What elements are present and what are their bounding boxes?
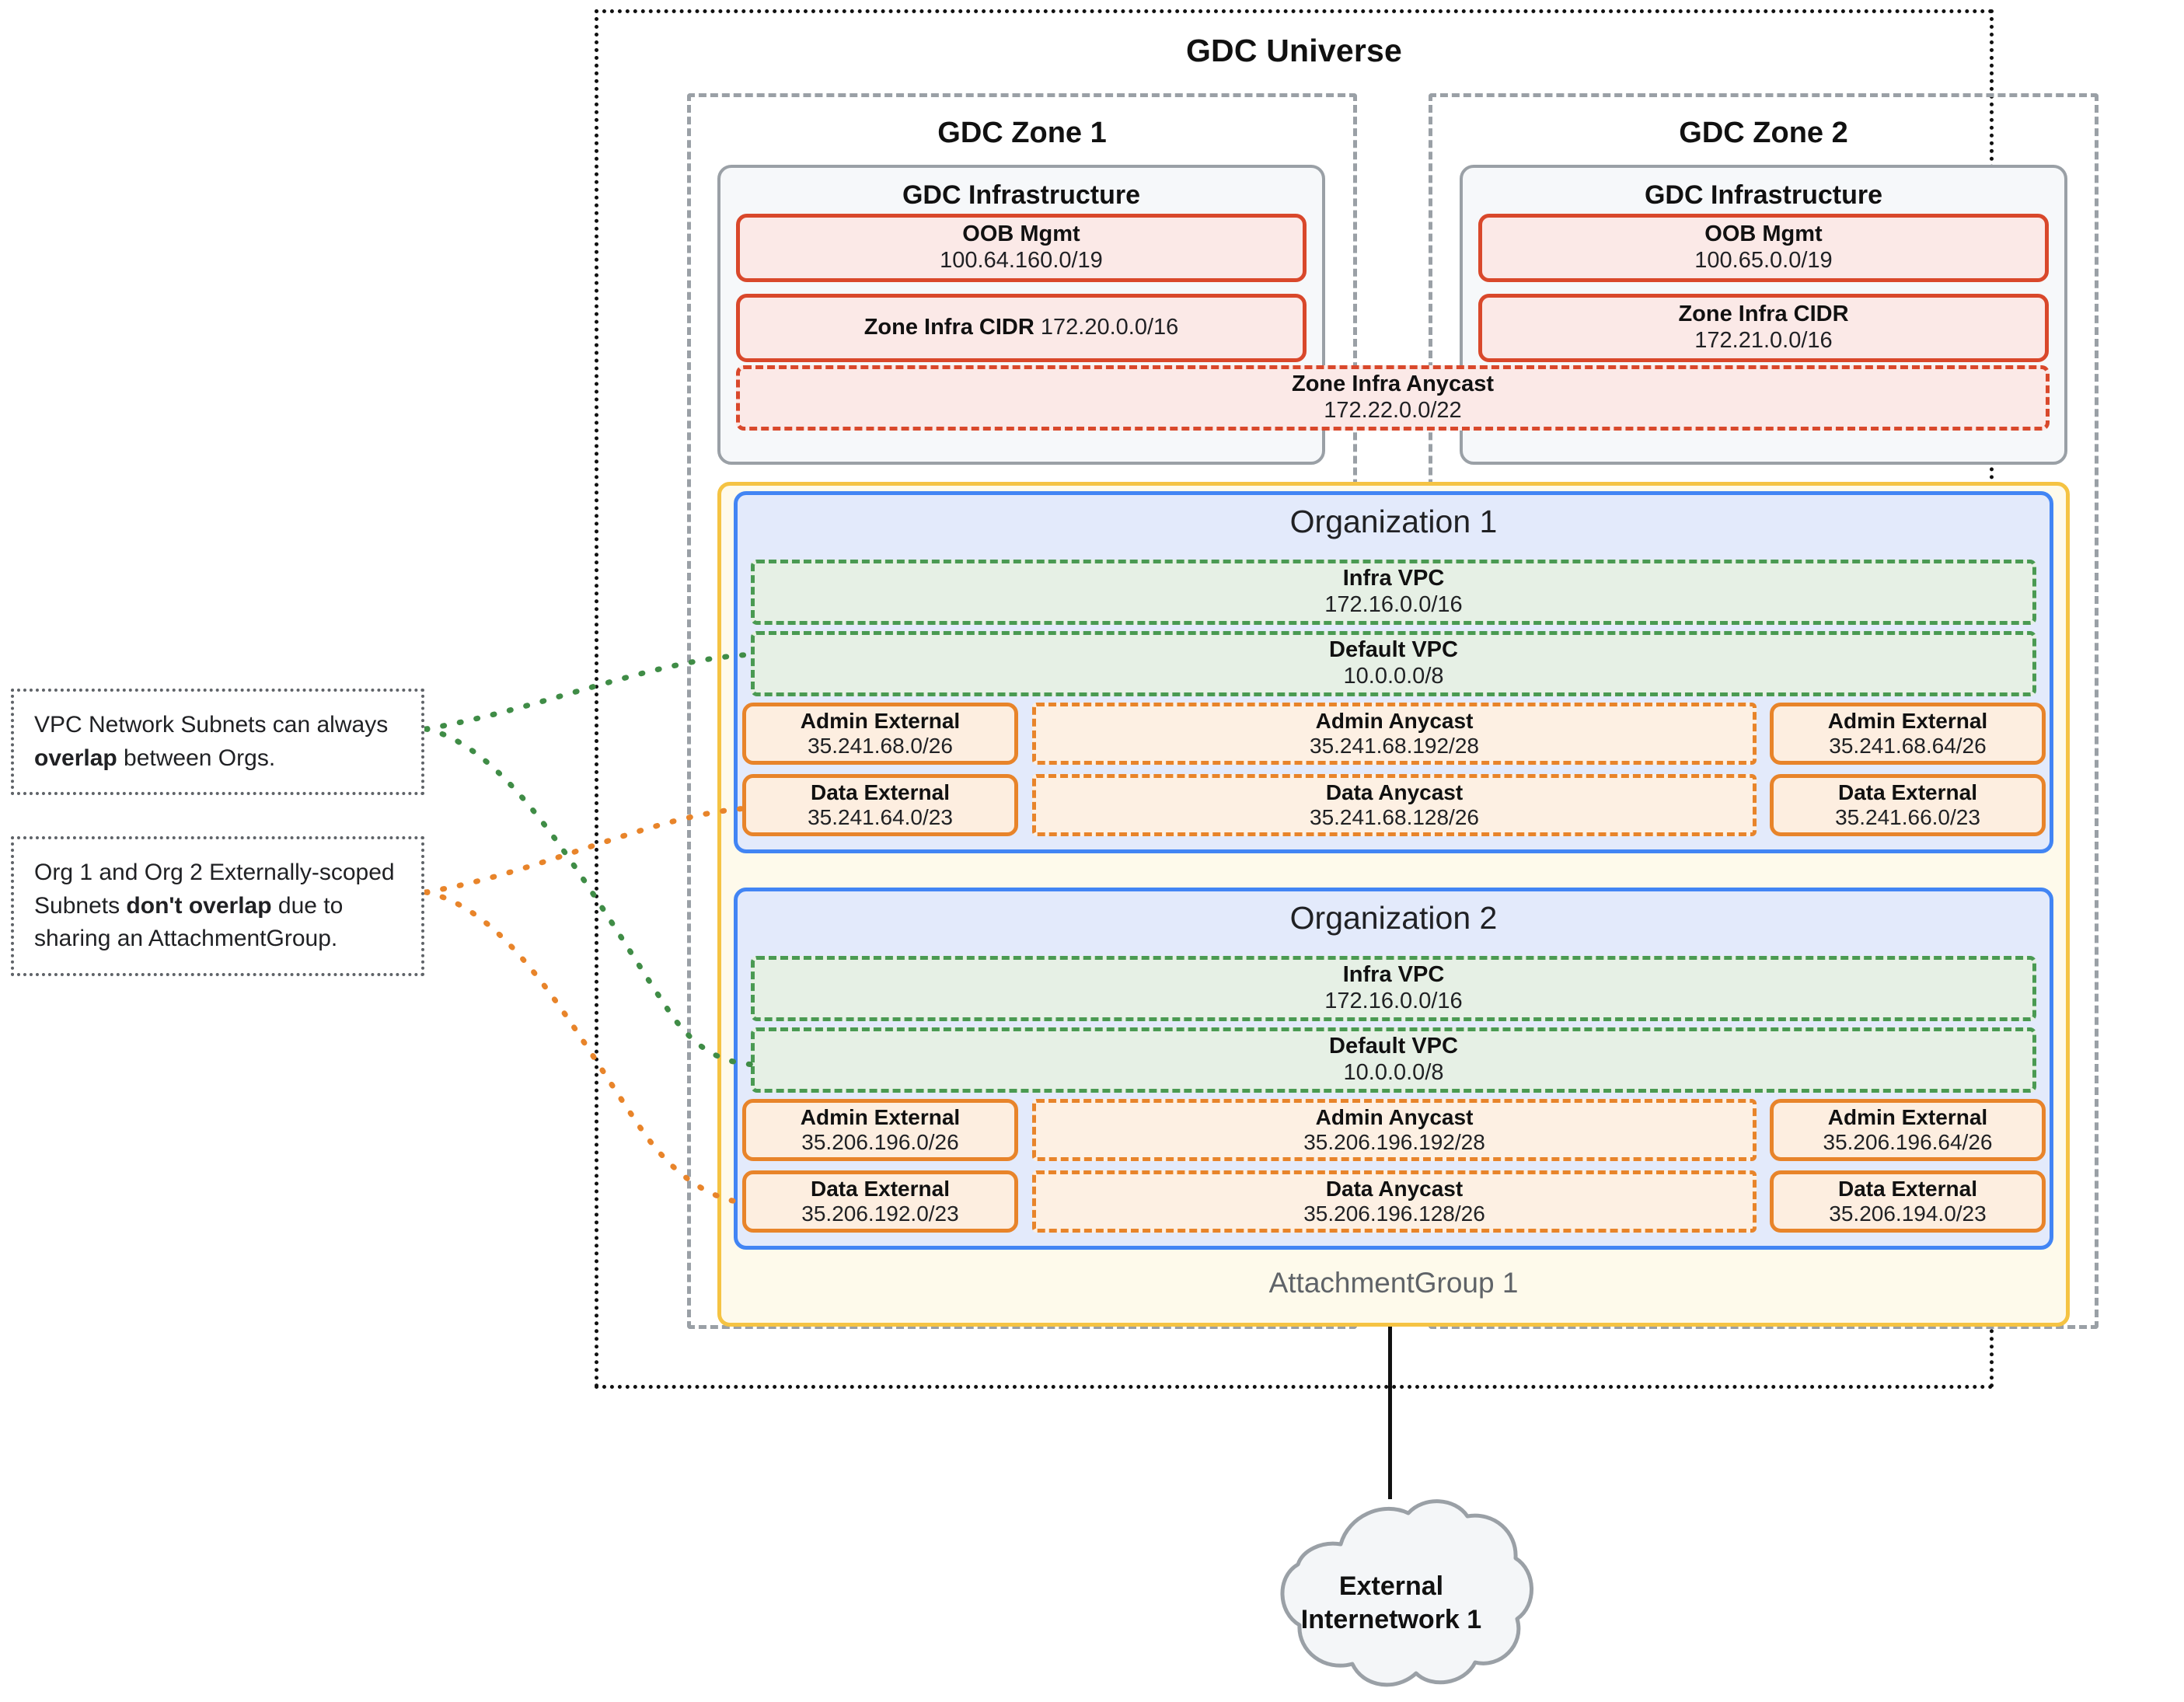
oob-mgmt-label-zone-2: OOB Mgmt bbox=[1704, 221, 1823, 247]
note-vpc-overlap: VPC Network Subnets can always overlap b… bbox=[11, 689, 424, 796]
data-anycast-box-org-1: Data Anycast 35.241.68.128/26 bbox=[1032, 774, 1757, 836]
note-external-subnets-no-overlap: Org 1 and Org 2 Externally-scoped Subnet… bbox=[11, 836, 424, 976]
zone-infra-cidr-label-zone-2: Zone Infra CIDR bbox=[1678, 302, 1849, 327]
data-anycast-cidr-org-2: 35.206.196.128/26 bbox=[1303, 1202, 1485, 1226]
admin-external-right-box-org-2: Admin External 35.206.196.64/26 bbox=[1770, 1099, 2046, 1161]
data-anycast-cidr-org-1: 35.241.68.128/26 bbox=[1310, 805, 1479, 829]
data-anycast-label-org-2: Data Anycast bbox=[1325, 1176, 1464, 1201]
zone-infra-anycast-box: Zone Infra Anycast 172.22.0.0/22 bbox=[736, 365, 2050, 431]
default-vpc-box-org-2: Default VPC 10.0.0.0/8 bbox=[751, 1027, 2036, 1093]
external-internetwork-label: External Internetwork 1 bbox=[1244, 1570, 1539, 1636]
admin-anycast-label-org-2: Admin Anycast bbox=[1315, 1104, 1474, 1129]
zone-infra-cidr-box-zone-1: Zone Infra CIDR 172.20.0.0/16 bbox=[736, 294, 1307, 362]
default-vpc-cidr-org-1: 10.0.0.0/8 bbox=[1343, 664, 1444, 689]
admin-external-left-label-org-2: Admin External bbox=[800, 1104, 961, 1129]
data-anycast-box-org-2: Data Anycast 35.206.196.128/26 bbox=[1032, 1170, 1757, 1233]
connector-orange-to-org2-data-external bbox=[423, 889, 751, 1206]
admin-external-right-label-org-1: Admin External bbox=[1827, 708, 1988, 733]
oob-mgmt-cidr-zone-2: 100.65.0.0/19 bbox=[1694, 248, 1833, 273]
gdc-infrastructure-title-zone-2: GDC Infrastructure bbox=[1644, 180, 1883, 210]
note-vpc-overlap-part-0: VPC Network Subnets can always bbox=[34, 712, 389, 738]
data-external-left-box-org-1: Data External 35.241.64.0/23 bbox=[742, 774, 1018, 836]
data-external-right-box-org-2: Data External 35.206.194.0/23 bbox=[1770, 1170, 2046, 1233]
external-internetwork-line-1: External bbox=[1338, 1571, 1444, 1601]
connector-orange-to-org1-data-external bbox=[423, 805, 751, 895]
organization-1-title: Organization 1 bbox=[1289, 504, 1498, 539]
infra-vpc-box-org-2: Infra VPC 172.16.0.0/16 bbox=[751, 956, 2036, 1021]
gdc-zone-1-title: GDC Zone 1 bbox=[937, 117, 1107, 149]
data-external-left-label-org-1: Data External bbox=[811, 780, 950, 804]
gdc-infrastructure-title-zone-1: GDC Infrastructure bbox=[902, 180, 1141, 210]
admin-external-left-box-org-2: Admin External 35.206.196.0/26 bbox=[742, 1099, 1018, 1161]
organization-2-title: Organization 2 bbox=[1289, 900, 1498, 936]
default-vpc-label-org-2: Default VPC bbox=[1329, 1034, 1458, 1059]
infra-vpc-label-org-2: Infra VPC bbox=[1342, 962, 1445, 988]
zone-infra-cidr-inline-zone-1: Zone Infra CIDR 172.20.0.0/16 bbox=[864, 315, 1179, 341]
data-external-left-cidr-org-1: 35.241.64.0/23 bbox=[808, 805, 953, 829]
default-vpc-label-org-1: Default VPC bbox=[1329, 637, 1458, 663]
admin-anycast-cidr-org-1: 35.241.68.192/28 bbox=[1310, 734, 1479, 758]
external-internetwork-line-2: Internetwork 1 bbox=[1300, 1604, 1482, 1634]
infra-vpc-cidr-org-2: 172.16.0.0/16 bbox=[1324, 989, 1463, 1013]
zone-infra-anycast-cidr: 172.22.0.0/22 bbox=[1324, 398, 1462, 423]
admin-external-left-cidr-org-1: 35.241.68.0/26 bbox=[808, 734, 953, 758]
admin-external-right-box-org-1: Admin External 35.241.68.64/26 bbox=[1770, 703, 2046, 765]
zone-infra-cidr-label-zone-1: Zone Infra CIDR bbox=[863, 315, 1034, 340]
data-external-right-label-org-2: Data External bbox=[1838, 1176, 1977, 1201]
gdc-universe-title: GDC Universe bbox=[1185, 33, 1403, 68]
connector-green-to-org2-infra-vpc bbox=[423, 726, 759, 1068]
admin-anycast-label-org-1: Admin Anycast bbox=[1315, 708, 1474, 733]
note-external-emphasis: don't overlap bbox=[126, 892, 272, 919]
note-external-part-2: due to sharing an AttachmentGroup. bbox=[34, 892, 344, 952]
data-external-left-cidr-org-2: 35.206.192.0/23 bbox=[801, 1202, 959, 1226]
admin-external-left-box-org-1: Admin External 35.241.68.0/26 bbox=[742, 703, 1018, 765]
default-vpc-box-org-1: Default VPC 10.0.0.0/8 bbox=[751, 631, 2036, 696]
admin-anycast-box-org-1: Admin Anycast 35.241.68.192/28 bbox=[1032, 703, 1757, 765]
data-external-right-cidr-org-2: 35.206.194.0/23 bbox=[1829, 1202, 1987, 1226]
data-external-right-box-org-1: Data External 35.241.66.0/23 bbox=[1770, 774, 2046, 836]
admin-external-right-cidr-org-1: 35.241.68.64/26 bbox=[1829, 734, 1987, 758]
note-external-part-0: Org 1 and Org 2 Externally-scoped Subnet… bbox=[34, 860, 395, 919]
admin-external-left-cidr-org-2: 35.206.196.0/26 bbox=[801, 1130, 959, 1154]
admin-anycast-box-org-2: Admin Anycast 35.206.196.192/28 bbox=[1032, 1099, 1757, 1161]
external-internetwork-cloud-shape bbox=[1280, 1499, 1533, 1687]
cloud-connector-line bbox=[1388, 1327, 1392, 1499]
connector-green-to-org1-infra-vpc bbox=[423, 651, 757, 732]
note-vpc-overlap-part-2: between Orgs. bbox=[117, 745, 276, 771]
infra-vpc-box-org-1: Infra VPC 172.16.0.0/16 bbox=[751, 560, 2036, 625]
admin-external-right-label-org-2: Admin External bbox=[1827, 1104, 1988, 1129]
data-external-right-label-org-1: Data External bbox=[1838, 780, 1977, 804]
oob-mgmt-box-zone-1: OOB Mgmt 100.64.160.0/19 bbox=[736, 214, 1307, 282]
data-anycast-label-org-1: Data Anycast bbox=[1325, 780, 1464, 804]
oob-mgmt-cidr-zone-1: 100.64.160.0/19 bbox=[940, 248, 1103, 273]
admin-external-left-label-org-1: Admin External bbox=[800, 708, 961, 733]
admin-anycast-cidr-org-2: 35.206.196.192/28 bbox=[1303, 1130, 1485, 1154]
zone-infra-anycast-label: Zone Infra Anycast bbox=[1292, 371, 1494, 397]
data-external-left-label-org-2: Data External bbox=[811, 1176, 950, 1201]
zone-infra-cidr-box-zone-2: Zone Infra CIDR 172.21.0.0/16 bbox=[1478, 294, 2049, 362]
gdc-zone-2-title: GDC Zone 2 bbox=[1679, 117, 1848, 149]
data-external-right-cidr-org-1: 35.241.66.0/23 bbox=[1835, 805, 1980, 829]
cloud-outline-icon bbox=[1280, 1499, 1533, 1687]
attachment-group-label: AttachmentGroup 1 bbox=[1268, 1267, 1519, 1299]
zone-infra-cidr-value-zone-1: 172.20.0.0/16 bbox=[1040, 315, 1179, 340]
oob-mgmt-box-zone-2: OOB Mgmt 100.65.0.0/19 bbox=[1478, 214, 2049, 282]
admin-external-right-cidr-org-2: 35.206.196.64/26 bbox=[1823, 1130, 1993, 1154]
data-external-left-box-org-2: Data External 35.206.192.0/23 bbox=[742, 1170, 1018, 1233]
note-vpc-overlap-emphasis: overlap bbox=[34, 745, 117, 771]
default-vpc-cidr-org-2: 10.0.0.0/8 bbox=[1343, 1060, 1444, 1085]
infra-vpc-label-org-1: Infra VPC bbox=[1342, 566, 1445, 591]
oob-mgmt-label-zone-1: OOB Mgmt bbox=[962, 221, 1080, 247]
infra-vpc-cidr-org-1: 172.16.0.0/16 bbox=[1324, 592, 1463, 617]
zone-infra-cidr-value-zone-2: 172.21.0.0/16 bbox=[1694, 328, 1833, 353]
